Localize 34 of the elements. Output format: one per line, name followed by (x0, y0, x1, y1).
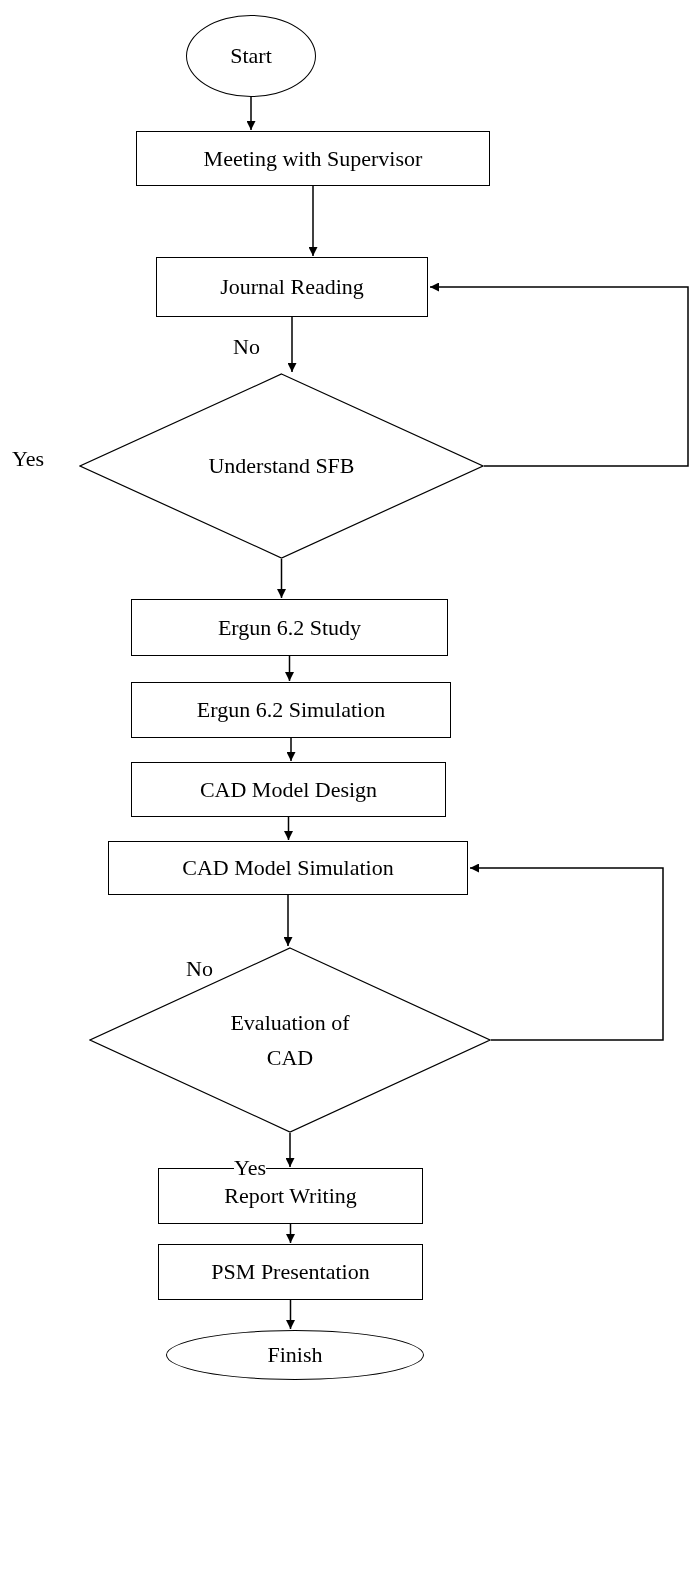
node-text: Report Writing (224, 1182, 357, 1211)
process-box (108, 841, 468, 895)
node-text: Evaluation of CAD (229, 1008, 351, 1072)
process-box (131, 599, 448, 656)
arrow (286, 1299, 295, 1330)
arrow (286, 737, 296, 762)
arrow (429, 282, 689, 467)
node-text: PSM Presentation (211, 1258, 370, 1287)
node-text: Start (230, 42, 272, 71)
node-text: CAD Model Design (199, 775, 378, 804)
node-text: Ergun 6.2 Study (217, 613, 362, 642)
node-text: Journal Reading (220, 273, 364, 302)
arrow (285, 1132, 295, 1168)
arrow (285, 655, 294, 682)
node-text: Understand SFB (208, 452, 355, 481)
node-text: Finish (267, 1341, 323, 1370)
arrow (283, 894, 293, 947)
arrow (287, 316, 297, 373)
branch-label: Yes (12, 448, 44, 470)
process-box (131, 682, 451, 738)
arrow (469, 863, 664, 1041)
process-box (158, 1244, 423, 1300)
arrow (277, 558, 286, 599)
process-box (156, 257, 428, 317)
branch-label: No (186, 958, 213, 980)
process-box (136, 131, 490, 186)
arrow (284, 816, 293, 841)
node-text: CAD Model Simulation (182, 854, 394, 883)
node-text: Meeting with Supervisor (203, 144, 423, 173)
node-text: Ergun 6.2 Simulation (196, 696, 386, 725)
process-box (131, 762, 446, 817)
arrow (246, 96, 256, 131)
arrow (286, 1223, 295, 1244)
arrow (308, 185, 318, 257)
